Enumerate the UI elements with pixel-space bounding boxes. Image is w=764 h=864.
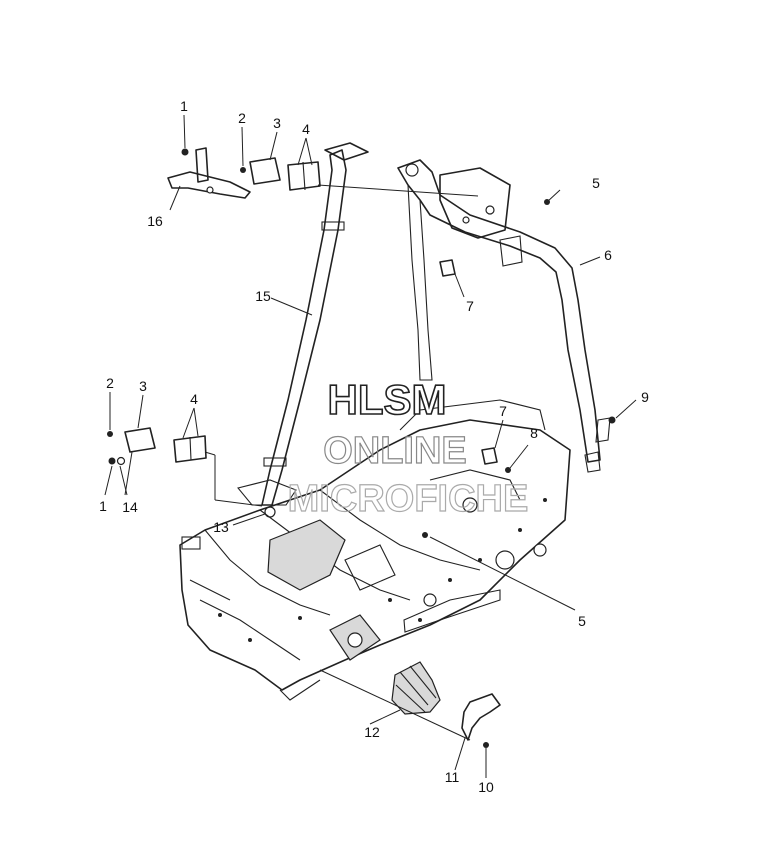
- callout-1-left: 1: [99, 498, 107, 514]
- callout-15: 15: [255, 288, 271, 304]
- callout-13: 13: [213, 519, 229, 535]
- callout-4-left: 4: [190, 391, 198, 407]
- callout-12: 12: [364, 724, 380, 740]
- callout-labels: 1 2 3 4 5 6 7 16 15 2 3 4 1 14 9 7 8 13 …: [99, 98, 649, 795]
- clamp-4-top: [287, 161, 321, 191]
- callout-11: 11: [445, 769, 460, 785]
- callout-1-top: 1: [180, 98, 188, 114]
- steering-post: [237, 142, 369, 518]
- nut-1-left: [108, 457, 116, 465]
- clip-7-upper: [439, 259, 456, 277]
- main-frame: [179, 399, 571, 701]
- callout-7-upper: 7: [466, 298, 474, 314]
- watermark-line-2: ONLINE: [323, 430, 467, 472]
- boot-12: [391, 661, 441, 715]
- nut-1-top: [181, 148, 189, 156]
- clamp-4-left: [173, 435, 207, 463]
- callout-10: 10: [478, 779, 494, 795]
- callout-16: 16: [147, 213, 163, 229]
- bolt-8: [505, 467, 511, 473]
- callout-3-left: 3: [139, 378, 147, 394]
- callout-3-top: 3: [273, 115, 281, 131]
- callout-5-lower: 5: [578, 613, 586, 629]
- watermark: HLSM ONLINE MICROFICHE: [287, 375, 529, 520]
- bolt-5-lower: [422, 532, 428, 538]
- roll-bar-hoop: [397, 159, 611, 473]
- clamp-3-left: [124, 427, 156, 453]
- bolt-2-left: [107, 431, 113, 437]
- nut-9: [608, 416, 616, 424]
- bracket-16: [167, 147, 251, 199]
- callout-8: 8: [530, 425, 538, 441]
- callout-6: 6: [604, 247, 612, 263]
- callout-5-upper: 5: [592, 175, 600, 191]
- clip-7-lower: [481, 447, 498, 465]
- watermark-line-1: HLSM: [328, 376, 447, 423]
- callout-7-lower: 7: [499, 403, 507, 419]
- callout-4-top: 4: [302, 121, 310, 137]
- bolt-2-top: [240, 167, 246, 173]
- callout-2-left: 2: [106, 375, 114, 391]
- callout-2-top: 2: [238, 110, 246, 126]
- screw-10: [483, 742, 489, 748]
- clamp-3-top: [249, 157, 281, 185]
- washer-14: [116, 456, 126, 466]
- leader-lines: [104, 114, 637, 778]
- callout-9: 9: [641, 389, 649, 405]
- watermark-line-3: MICROFICHE: [288, 478, 529, 520]
- callout-14: 14: [122, 499, 138, 515]
- retainer-11: [461, 693, 501, 741]
